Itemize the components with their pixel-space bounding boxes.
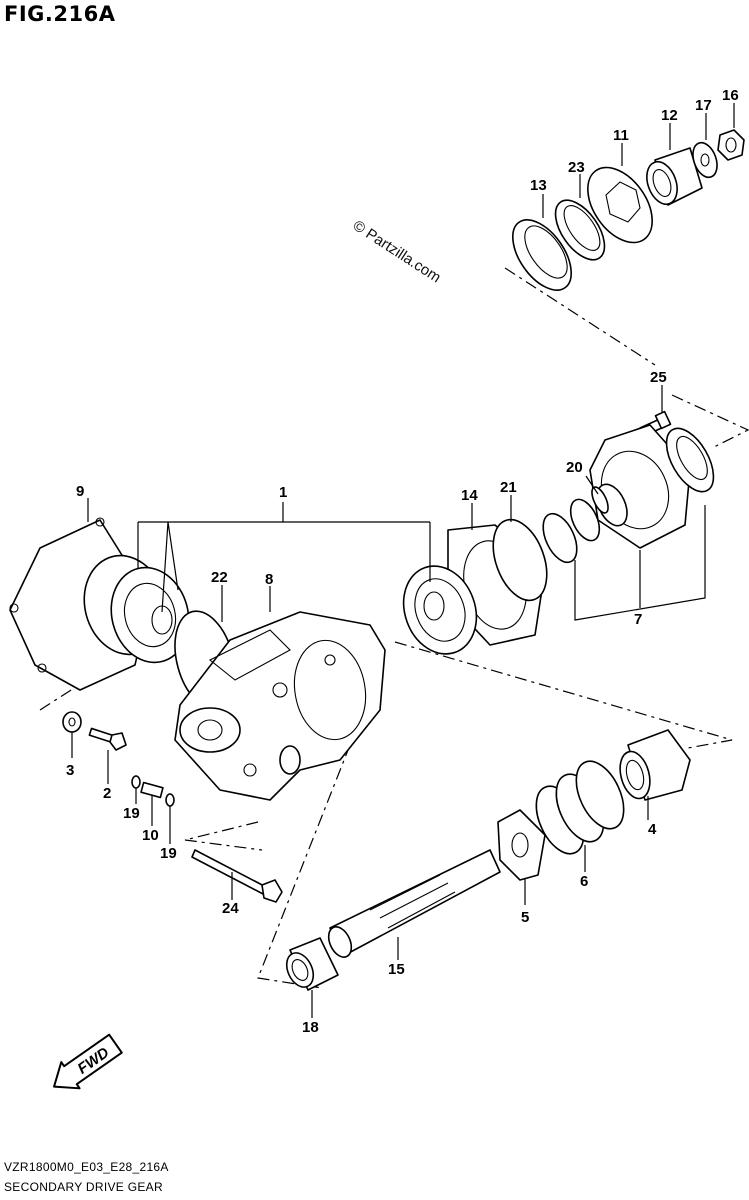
part-19-o-ring-upper[interactable] — [131, 775, 141, 789]
callout-21: 21 — [500, 479, 517, 496]
callout-19-lower: 19 — [160, 845, 177, 862]
part-10-dowel-pin[interactable] — [140, 781, 164, 799]
diagram-name: SECONDARY DRIVE GEAR — [4, 1180, 163, 1194]
callout-4: 4 — [648, 821, 657, 838]
callout-11: 11 — [613, 127, 629, 144]
part-3-washer[interactable] — [62, 711, 82, 733]
callout-19-upper: 19 — [123, 805, 140, 822]
callout-5: 5 — [521, 909, 529, 926]
part-4-bearing[interactable] — [615, 729, 691, 802]
part-24-bolt[interactable] — [191, 849, 283, 903]
part-8-gear-case[interactable] — [174, 611, 386, 801]
callout-12: 12 — [661, 107, 678, 124]
part-6-spring-washers[interactable] — [527, 754, 634, 861]
callout-17: 17 — [695, 97, 712, 114]
callout-20: 20 — [566, 459, 583, 476]
part-13-oil-seal[interactable] — [501, 210, 583, 301]
part-17-washer[interactable] — [689, 139, 722, 180]
part-21-o-ring[interactable] — [483, 512, 557, 607]
part-16-nut[interactable] — [717, 129, 745, 161]
callout-8: 8 — [265, 571, 273, 588]
figure-title: FIG.216A — [4, 2, 116, 26]
callout-18: 18 — [302, 1019, 319, 1036]
fwd-direction-arrow: FWD — [53, 1033, 123, 1090]
part-23-o-ring[interactable] — [546, 192, 614, 268]
part-5-cam[interactable] — [497, 809, 546, 881]
part-7-bearing-housing-assy[interactable] — [536, 421, 723, 568]
callout-9: 9 — [76, 483, 84, 500]
callout-13: 13 — [530, 177, 547, 194]
callout-23: 23 — [568, 159, 585, 176]
callout-3: 3 — [66, 762, 74, 779]
part-2-bolt[interactable] — [88, 727, 127, 751]
callout-25: 25 — [650, 369, 667, 386]
part-11-housing-nut[interactable] — [575, 156, 666, 255]
part-18-needle-bearing[interactable] — [282, 937, 339, 991]
callout-14: 14 — [461, 487, 478, 504]
callout-15: 15 — [388, 961, 405, 978]
leader-lines — [71, 103, 735, 1018]
callout-7: 7 — [634, 611, 642, 628]
model-code: VZR1800M0_E03_E28_216A — [4, 1160, 169, 1174]
callout-22: 22 — [211, 569, 228, 586]
callout-16: 16 — [722, 87, 739, 104]
part-1-gear-right[interactable] — [392, 556, 489, 665]
callout-24: 24 — [222, 900, 239, 917]
part-15-shaft[interactable] — [324, 849, 501, 961]
part-19-o-ring-lower[interactable] — [165, 793, 175, 807]
callout-6: 6 — [580, 873, 588, 890]
callout-numbers: 1 2 3 4 5 6 7 8 9 10 11 12 13 14 15 16 1… — [66, 87, 739, 1036]
callout-2: 2 — [103, 785, 111, 802]
callout-10: 10 — [142, 827, 159, 844]
part-12-bearing[interactable] — [641, 147, 703, 208]
part-1-gear-left[interactable] — [73, 546, 199, 671]
callout-1: 1 — [279, 484, 287, 501]
watermark: © Partzilla.com — [350, 217, 444, 286]
